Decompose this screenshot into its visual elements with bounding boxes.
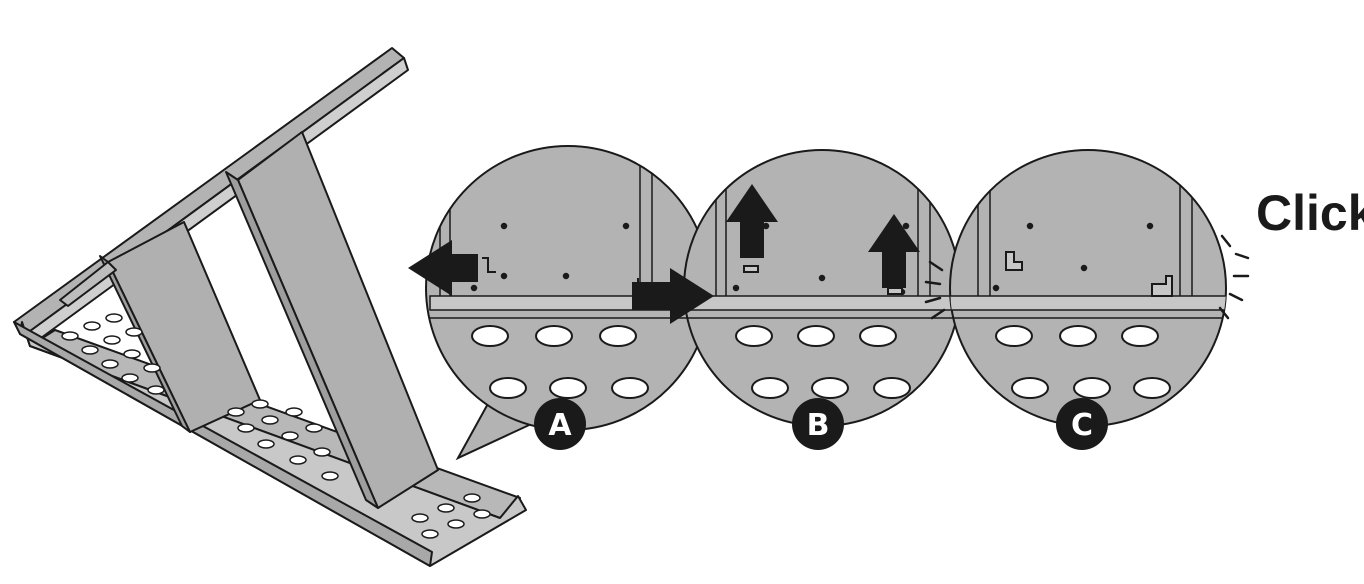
click-burst-right [1218,234,1250,320]
badge-c-label: C [1071,408,1093,443]
arrow-right-b [632,268,714,324]
arrow-up-b-right [868,214,920,288]
badge-b-label: B [807,408,830,443]
tray-holes [61,313,491,539]
front-panel [107,221,261,433]
detail-b [683,149,961,427]
arrow-left-a [408,240,478,296]
detail-a [425,145,711,431]
detail-c [949,149,1227,427]
badge-b: B [792,398,844,450]
badge-a-label: A [548,408,572,443]
badge-a: A [534,398,586,450]
badge-c: C [1056,398,1108,450]
click-label: Click [1256,185,1364,241]
click-burst-left [924,260,946,320]
arrow-up-b-left [726,184,778,258]
arrows [408,184,920,324]
